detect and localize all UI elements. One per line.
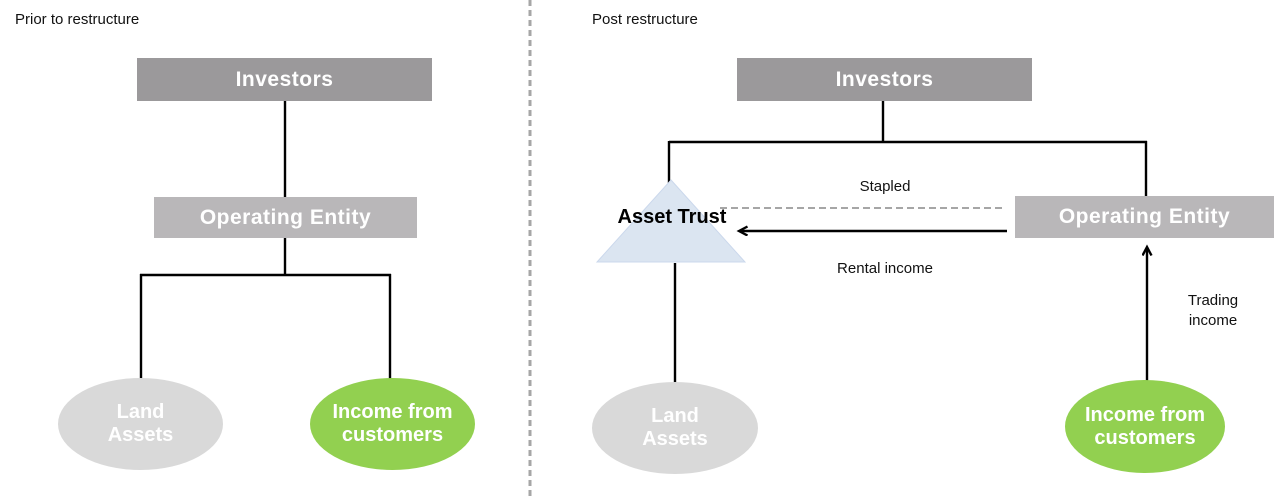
right-income-customers-label: Income from customers <box>1084 403 1206 449</box>
right-land-assets-label: Land Assets <box>642 405 708 450</box>
left-income-customers-label: Income from customers <box>332 401 453 446</box>
left-land-assets-label: Land Assets <box>107 401 174 446</box>
left-investors-label: Investors <box>235 67 334 91</box>
left-operating-entity-label: Operating Entity <box>199 205 372 229</box>
left-operating-entity-box: Operating Entity <box>154 197 417 238</box>
right-operating-entity-label: Operating Entity <box>1058 205 1231 228</box>
right-operating-entity-box: Operating Entity <box>1015 196 1274 238</box>
left-land-assets-ellipse: Land Assets <box>58 378 223 470</box>
right-income-customers-ellipse: Income from customers <box>1065 380 1225 473</box>
right-investors-label: Investors <box>835 67 934 91</box>
stapled-label: Stapled <box>859 178 911 195</box>
rental-income-label: Rental income <box>837 260 933 277</box>
right-panel-title: Post restructure <box>592 11 698 28</box>
right-land-assets-ellipse: Land Assets <box>592 382 758 474</box>
left-investors-box: Investors <box>137 58 432 101</box>
trading-income-label: Trading income <box>1187 292 1239 329</box>
left-panel-title: Prior to restructure <box>15 11 140 28</box>
asset-trust-triangle <box>595 179 747 263</box>
asset-trust-label: Asset Trust <box>617 206 727 228</box>
right-investors-box: Investors <box>737 58 1032 101</box>
left-income-customers-ellipse: Income from customers <box>310 378 475 470</box>
